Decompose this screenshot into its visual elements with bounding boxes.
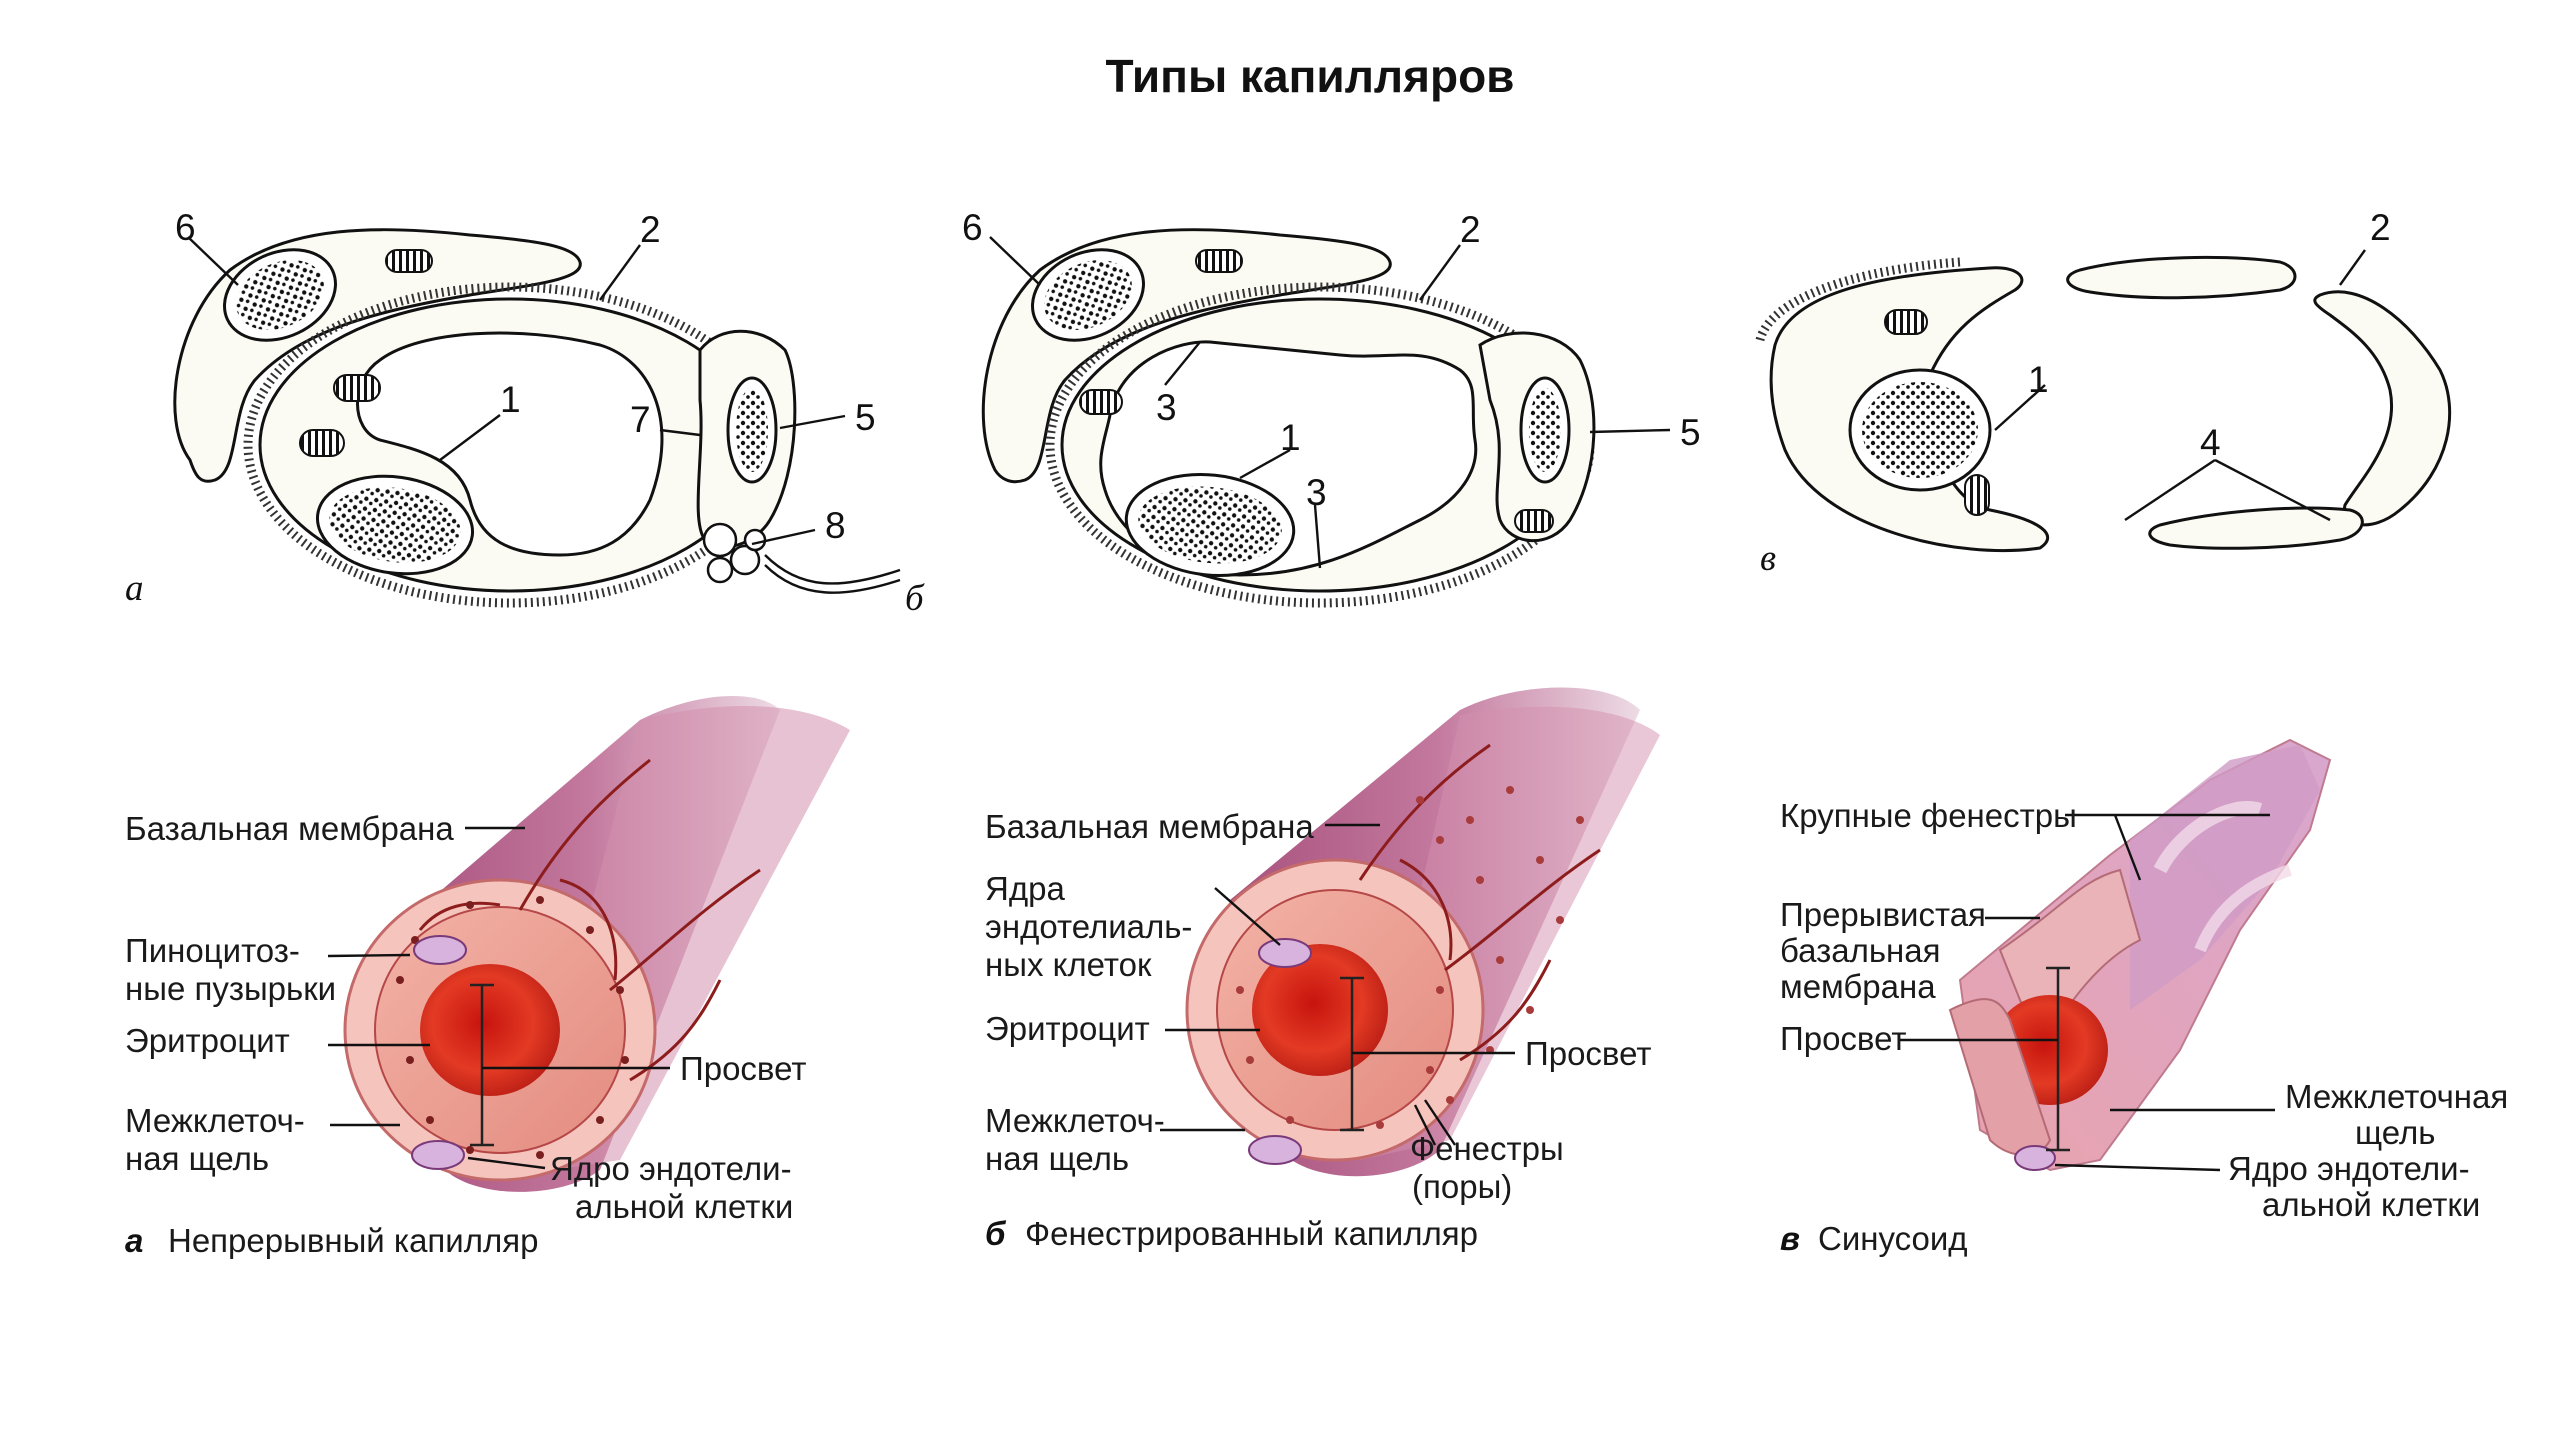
- label-discontinuous-1: Прерывистая: [1780, 896, 1986, 933]
- label-2: 2: [1460, 209, 1481, 250]
- label-6: 6: [962, 207, 983, 248]
- label-4: 4: [2200, 422, 2221, 463]
- label-discontinuous-2: базальная: [1780, 932, 1941, 969]
- label-5: 5: [1680, 412, 1701, 453]
- label-1: 1: [2028, 359, 2049, 400]
- top-drawing-b: 6 2 3 1 3 5 б: [905, 207, 1701, 619]
- label-lumen: Просвет: [1525, 1035, 1651, 1072]
- bottom-illustration-c: Крупные фенестры Прерывистая базальная м…: [1780, 738, 2508, 1257]
- label-erythrocyte: Эритроцит: [985, 1010, 1150, 1047]
- label-nuclei-3: ных клеток: [985, 946, 1152, 983]
- label-nucleus-1: Ядро эндотели-: [550, 1150, 792, 1187]
- label-fenestrae-2: (поры): [1412, 1168, 1512, 1205]
- label-gap-1: Межклеточ-: [125, 1102, 305, 1139]
- label-lumen: Просвет: [1780, 1020, 1906, 1057]
- label-gap-1: Межклеточная: [2285, 1078, 2508, 1115]
- top-drawing-c: 1 2 4 в: [1755, 207, 2452, 579]
- caption-c: Синусоид: [1818, 1220, 1968, 1257]
- label-7: 7: [630, 399, 651, 440]
- label-gap-1: Межклеточ-: [985, 1102, 1165, 1139]
- label-3-upper: 3: [1156, 387, 1177, 428]
- label-5: 5: [855, 397, 876, 438]
- label-discontinuous-3: мембрана: [1780, 968, 1936, 1005]
- label-fenestrae-1: Фенестры: [1410, 1130, 1564, 1167]
- caption-letter-c: в: [1780, 1220, 1800, 1257]
- label-lumen: Просвет: [680, 1050, 806, 1087]
- label-gap-2: щель: [2355, 1114, 2436, 1151]
- label-large-fenestrae: Крупные фенестры: [1780, 797, 2077, 834]
- label-pinocytic-1: Пиноцитоз-: [125, 932, 300, 969]
- caption-b: Фенестрированный капилляр: [1025, 1215, 1478, 1252]
- label-8: 8: [825, 505, 846, 546]
- caption-a: Непрерывный капилляр: [168, 1222, 538, 1259]
- caption-letter-b: б: [985, 1215, 1007, 1252]
- label-basal-membrane: Базальная мембрана: [125, 810, 454, 847]
- label-nucleus-2: альной клетки: [2262, 1186, 2480, 1223]
- label-6: 6: [175, 207, 196, 248]
- label-nucleus-2: альной клетки: [575, 1188, 793, 1225]
- label-1: 1: [500, 379, 521, 420]
- panel-letter-b: б: [905, 578, 925, 619]
- caption-letter-a: а: [125, 1222, 143, 1259]
- label-gap-2: ная щель: [125, 1140, 269, 1177]
- label-nuclei-1: Ядра: [985, 870, 1065, 907]
- label-nuclei-2: эндотелиаль-: [985, 908, 1192, 945]
- label-nucleus-1: Ядро эндотели-: [2228, 1150, 2470, 1187]
- bottom-illustration-b: Базальная мембрана Ядра эндотелиаль- ных…: [985, 687, 1660, 1252]
- panel-letter-a: а: [125, 568, 144, 609]
- panel-letter-c: в: [1760, 538, 1776, 579]
- label-2: 2: [640, 209, 661, 250]
- label-1: 1: [1280, 417, 1301, 458]
- page-title: Типы капилляров: [1106, 50, 1515, 102]
- label-pinocytic-2: ные пузырьки: [125, 970, 336, 1007]
- label-3-lower: 3: [1306, 472, 1327, 513]
- label-gap-2: ная щель: [985, 1140, 1129, 1177]
- label-erythrocyte: Эритроцит: [125, 1022, 290, 1059]
- top-drawing-a: 6 2 1 5 7 8 а: [125, 207, 901, 609]
- label-basal-membrane: Базальная мембрана: [985, 808, 1314, 845]
- bottom-illustration-a: Базальная мембрана Пиноцитоз- ные пузырь…: [125, 696, 850, 1259]
- label-2: 2: [2370, 207, 2391, 248]
